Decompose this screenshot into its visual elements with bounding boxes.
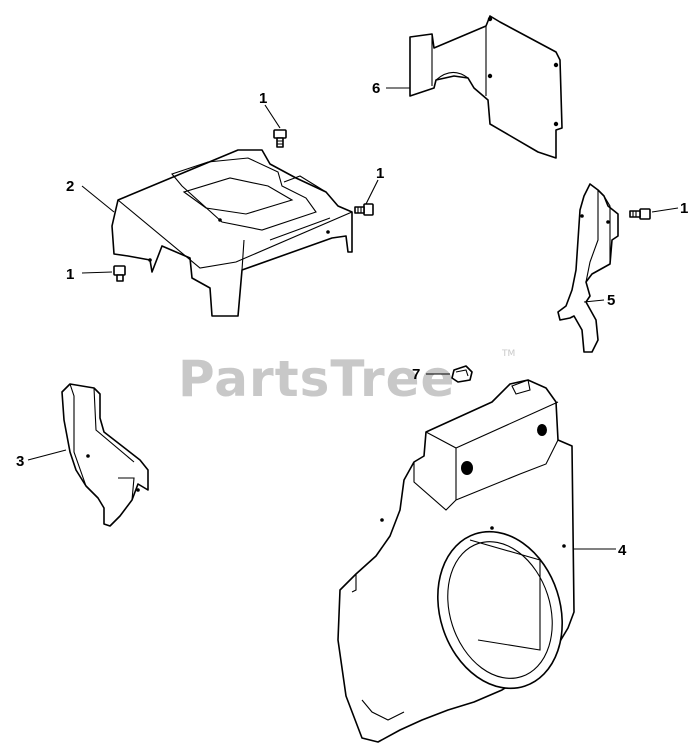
part-4-blower-housing[interactable]	[337, 379, 582, 743]
callout-1-right-of-baffle[interactable]: 1	[376, 165, 384, 182]
screw-left-of-baffle[interactable]	[113, 265, 126, 282]
screw-top[interactable]	[273, 129, 287, 148]
part-2-cylinder-baffle[interactable]	[111, 149, 353, 317]
part-7-grommet[interactable]	[451, 365, 473, 383]
callout-5[interactable]: 5	[607, 292, 615, 309]
part-5-side-bracket[interactable]	[557, 183, 619, 353]
watermark-text: PartsTree	[178, 350, 455, 408]
callout-1-right-side[interactable]: 1	[680, 200, 688, 217]
part-6-shroud-plate[interactable]	[409, 15, 563, 159]
screw-right-of-baffle[interactable]	[354, 203, 374, 216]
callouts: 1 1 1 1 2 3 4 5 6 7	[16, 80, 688, 559]
leader-lines	[27, 87, 679, 550]
callout-2[interactable]: 2	[66, 178, 74, 195]
screw-right-side[interactable]	[629, 208, 651, 220]
watermark-trademark: TM	[501, 349, 515, 359]
part-3-lower-baffle[interactable]	[61, 383, 149, 527]
watermark: PartsTree TM	[178, 349, 515, 408]
callout-6[interactable]: 6	[372, 80, 380, 97]
callout-4[interactable]: 4	[618, 542, 627, 559]
callout-1-left[interactable]: 1	[66, 266, 74, 283]
callout-3[interactable]: 3	[16, 453, 24, 470]
callout-7[interactable]: 7	[412, 366, 420, 383]
callout-1-top[interactable]: 1	[259, 90, 267, 107]
